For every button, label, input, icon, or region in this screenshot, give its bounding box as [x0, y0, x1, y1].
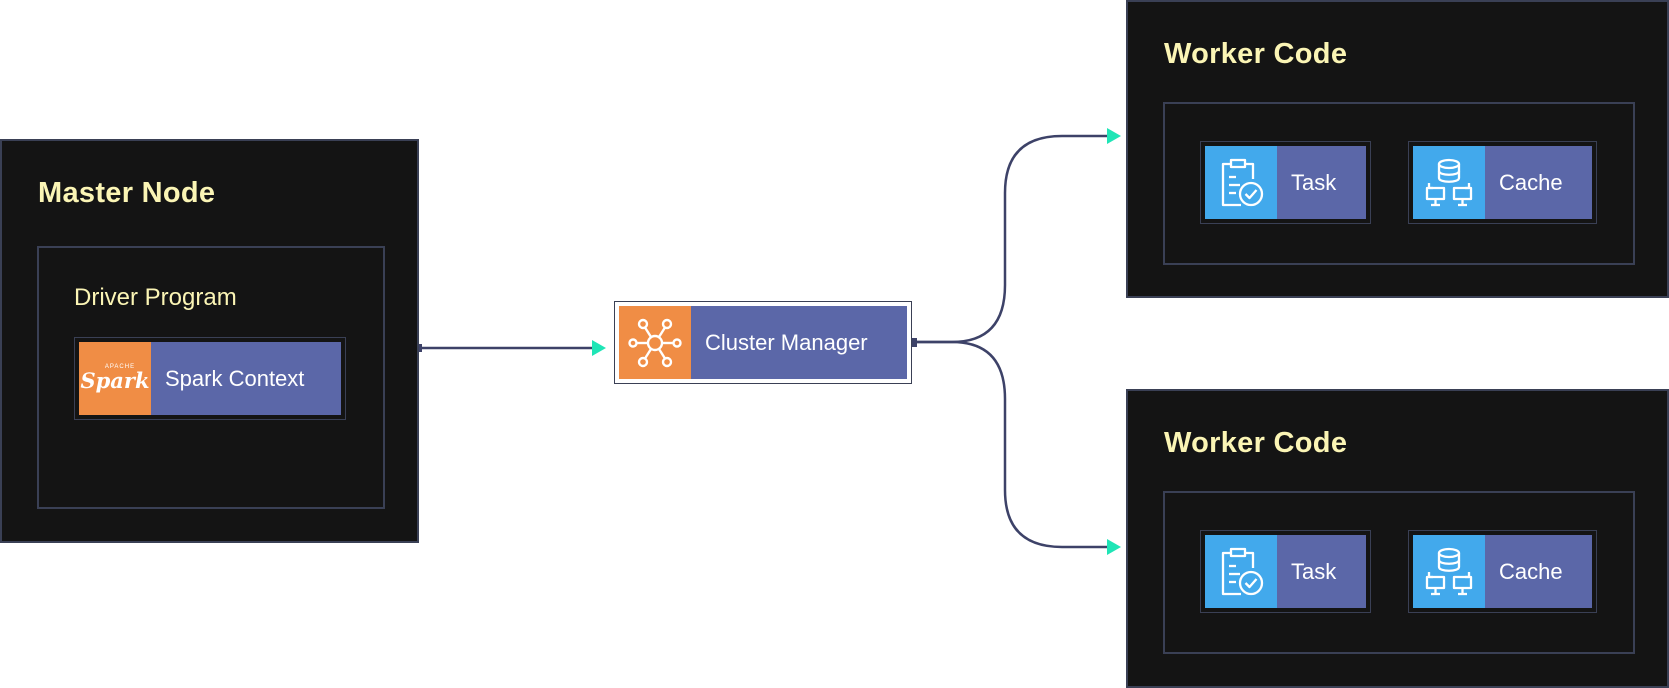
- edge-cluster-to-worker-2: [913, 340, 1107, 549]
- worker-1-task-component: Task: [1200, 141, 1371, 224]
- task-clipboard-icon: [1205, 146, 1277, 219]
- worker-2-inner-box: Task Cache: [1163, 491, 1635, 654]
- cluster-port: [908, 338, 917, 347]
- edge-cluster-to-worker-1: [913, 134, 1107, 344]
- task-clipboard-icon: [1205, 535, 1277, 608]
- worker-2-task-component: Task: [1200, 530, 1371, 613]
- spark-context-component: APACHE Spark Spark Context: [74, 337, 346, 420]
- cache-database-network-icon: [1413, 535, 1485, 608]
- cache-database-network-icon: [1413, 146, 1485, 219]
- worker-1-cache-component: Cache: [1408, 141, 1597, 224]
- master-node-title: Master Node: [38, 177, 216, 209]
- worker-1-inner-box: Task Cache: [1163, 102, 1635, 265]
- cluster-manager-component: Cluster Manager: [614, 301, 912, 384]
- worker-2-cache-label: Cache: [1485, 535, 1592, 608]
- hub-network-icon: [619, 306, 691, 379]
- driver-program-box: Driver Program APACHE Spark Spark Contex…: [37, 246, 385, 509]
- spark-context-label: Spark Context: [151, 342, 341, 415]
- spark-logo-icon: APACHE Spark: [79, 342, 151, 415]
- worker-2-title: Worker Code: [1164, 427, 1348, 459]
- spark-logo-text: Spark: [80, 368, 150, 393]
- master-node: Master Node Driver Program APACHE Spark …: [0, 139, 419, 543]
- arrow-to-worker-2: [1107, 539, 1121, 555]
- spark-logo-small-text: APACHE: [104, 364, 136, 370]
- arrow-to-cluster-manager: [592, 340, 606, 356]
- arrow-to-worker-1: [1107, 128, 1121, 144]
- worker-1-task-label: Task: [1277, 146, 1366, 219]
- worker-node-2: Worker Code Task: [1126, 389, 1669, 688]
- worker-2-task-label: Task: [1277, 535, 1366, 608]
- worker-2-cache-component: Cache: [1408, 530, 1597, 613]
- cluster-manager-label: Cluster Manager: [691, 306, 907, 379]
- worker-1-title: Worker Code: [1164, 38, 1348, 70]
- worker-1-cache-label: Cache: [1485, 146, 1592, 219]
- worker-node-1: Worker Code Task: [1126, 0, 1669, 298]
- driver-program-title: Driver Program: [74, 284, 237, 311]
